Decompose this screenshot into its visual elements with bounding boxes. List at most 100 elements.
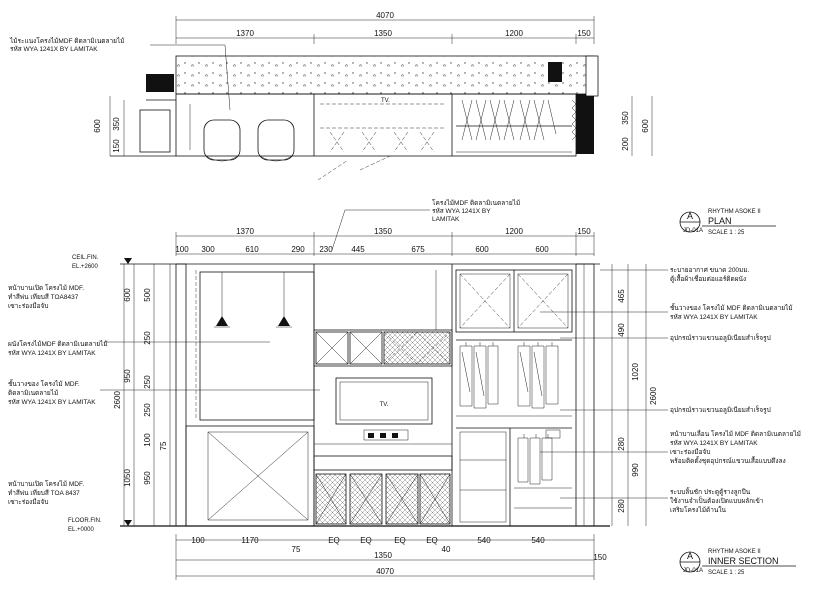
plan-right-dim-1: 350 <box>621 111 630 125</box>
section-title-code: JD-01A <box>683 568 703 574</box>
plan-side-cabinet <box>139 109 171 153</box>
section-subdim-8: 600 <box>475 245 489 254</box>
plan-column <box>146 74 174 92</box>
left-lower-door <box>185 425 315 527</box>
right-note-6c: เสริมโครงไม้ด้านใน <box>670 506 727 514</box>
right-note-4: อุปกรณ์ราวแขวนอลูมิเนียมสำเร็จรูป <box>670 405 771 414</box>
left-note-3a: ชั้นวางของ โครงไม้ MDF. <box>8 379 80 388</box>
section-view: 1370 1350 1200 150 100 300 610 290 230 4… <box>8 227 801 580</box>
section-subdim-6: 445 <box>351 245 365 254</box>
section-subdim-7: 675 <box>411 245 425 254</box>
right-note-2b: รหัส WYA 1241X BY LAMITAK <box>670 313 758 321</box>
tv-screen <box>335 377 433 425</box>
right-note-1a: ระบายอากาศ ขนาด 200มม. <box>670 267 750 274</box>
bottom-dim-11: 150 <box>593 553 607 562</box>
section-title-scale: SCALE 1 : 25 <box>708 570 745 576</box>
bottom-dim-3: 75 <box>292 545 301 554</box>
plan-left-dim-1: 600 <box>93 119 102 133</box>
bottom-sub-dim: 1350 <box>374 551 392 560</box>
right-note-5b: รหัส WYA 1241X BY LAMITAK <box>670 439 758 447</box>
plan-chair-1 <box>203 119 241 161</box>
plan-note-2b: รหัส WYA 1241X BY <box>432 207 491 215</box>
right-vdim-1: 465 <box>617 289 626 303</box>
right-note-1b: ตู้เสื้อผ้าเชื่อมต่อแอร์ติดผนัง <box>670 274 746 283</box>
plan-wall <box>175 55 595 95</box>
bottom-dim-2: 1170 <box>241 536 259 545</box>
left-vdim-4: 950 <box>123 369 132 383</box>
tv-upper-shelf <box>383 331 451 365</box>
floor-label: FLOOR.FIN. <box>68 518 102 524</box>
left-vdim-9: 950 <box>143 471 152 485</box>
plan-right-dim-3: 600 <box>641 119 650 133</box>
left-note-3c: รหัส WYA 1241X BY LAMITAK <box>8 398 96 406</box>
right-note-6a: ระบบลิ้นชัก ประตูตู้รางลูกปืน <box>670 487 751 496</box>
plan-title-letter: A <box>687 211 693 221</box>
section-subdim-4: 290 <box>291 245 305 254</box>
right-total-dim: 2600 <box>649 387 658 405</box>
plan-note-2c: LAMITAK <box>432 216 460 223</box>
section-title-letter: A <box>687 551 693 561</box>
section-overall-dim: 4070 <box>376 567 394 576</box>
ceiling-label: CEIL.FIN. <box>72 255 99 261</box>
left-vdim-10: 75 <box>159 441 168 450</box>
ceiling-marker <box>124 258 132 264</box>
section-title-block: A JD-01A RHYTHM ASOKE II INNER SECTION S… <box>679 549 796 576</box>
pendant-lamp-2 <box>278 316 290 326</box>
plan-note-1b: รหัส WYA 1241X BY LAMITAK <box>10 45 98 53</box>
left-vdim-5: 250 <box>143 375 152 389</box>
plan-chair-2 <box>257 119 295 161</box>
section-dim-2: 1350 <box>374 227 392 236</box>
section-subdim-3: 610 <box>245 245 259 254</box>
plan-dim-3: 1200 <box>505 29 523 38</box>
plan-dim-4: 150 <box>577 29 591 38</box>
section-dim-1: 1370 <box>236 227 254 236</box>
plan-overall-dim: 4070 <box>376 11 394 20</box>
plan-title-code: JD-01A <box>683 228 703 234</box>
plan-note-1a: ไม้ระแนงโครงไม้MDF ติดลามิเนตลายไม้ <box>9 37 125 45</box>
right-vdim-3: 1020 <box>631 363 640 381</box>
section-subdim-9: 600 <box>535 245 549 254</box>
bottom-dim-4: EQ <box>328 536 340 545</box>
right-note-5d: พร้อมติดตั้งชุดอุปกรณ์แขวนเสื้อแบบดึงลง <box>670 456 786 465</box>
section-title-name: INNER SECTION <box>708 556 779 566</box>
plan-tv-label: TV. <box>381 98 390 104</box>
section-dim-4: 150 <box>577 227 591 236</box>
section-title-project: RHYTHM ASOKE II <box>708 549 761 555</box>
plan-end-wall <box>576 94 594 154</box>
section-tv-label: TV. <box>380 402 389 408</box>
right-vdim-5: 990 <box>631 463 640 477</box>
floor-marker <box>124 520 132 526</box>
bottom-dim-9: 540 <box>477 536 491 545</box>
plan-left-dim-3: 150 <box>112 139 121 153</box>
left-vdim-7: 100 <box>143 433 152 447</box>
left-note-3b: ติดลามิเนตลายไม้ <box>8 389 58 397</box>
right-note-3: อุปกรณ์ราวแขวนอลูมิเนียมสำเร็จรูป <box>670 333 771 342</box>
plan-dim-1: 1370 <box>236 29 254 38</box>
section-dim-3: 1200 <box>505 227 523 236</box>
ceiling-el: EL.+2600 <box>72 264 99 270</box>
left-note-2b: รหัส WYA 1241X BY LAMITAK <box>8 349 96 357</box>
pendant-lamp-1 <box>216 316 228 326</box>
left-note-2a: ผนังโครงไม้MDF ติดลามิเนตลายไม้ <box>8 340 108 348</box>
plan-view: 4070 1370 1350 1200 150 TV. <box>9 11 653 251</box>
hanging-clothes-lower <box>517 434 553 485</box>
right-vdim-2: 490 <box>617 323 626 337</box>
right-note-2a: ชั้นวางของ โครงไม้ MDF ติดลามิเนตลายไม้ <box>670 303 793 312</box>
left-vdim-6: 250 <box>143 403 152 417</box>
left-note-4b: ทำสีพ่น เทียบสี TOA 8437 <box>8 489 80 497</box>
bottom-dim-5: EQ <box>360 536 372 545</box>
right-vdim-6: 280 <box>617 499 626 513</box>
left-note-1a: หน้าบานเปิด โครงไม้ MDF. <box>8 284 84 292</box>
bottom-dim-7: EQ <box>426 536 438 545</box>
plan-title-block: A JD-01A RHYTHM ASOKE II PLAN SCALE 1 : … <box>679 209 776 236</box>
plan-title-project: RHYTHM ASOKE II <box>708 209 761 215</box>
left-note-1b: ทำสีพ่น เทียบสี TOA8437 <box>8 293 79 301</box>
left-note-1c: เซาะร่องมือจับ <box>8 302 48 310</box>
plan-note-2a: โครงไม้MDF ติดลามิเนตลายไม้ <box>432 199 520 207</box>
section-subdim-5: 230 <box>319 245 333 254</box>
section-subdim-1: 100 <box>175 245 189 254</box>
plan-dim-2: 1350 <box>374 29 392 38</box>
section-subdim-2: 300 <box>201 245 215 254</box>
right-note-5c: เซาะร่องมือจับ <box>670 448 710 456</box>
